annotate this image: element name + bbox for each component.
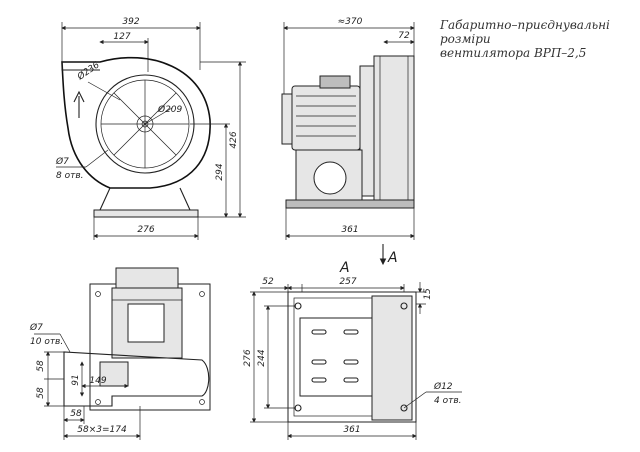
dim-width-top: 392 [122, 17, 139, 27]
rotation-arrow-icon [73, 90, 85, 118]
front-base [93, 209, 199, 218]
dim-height-axis: 294 [215, 163, 225, 180]
motor-body [291, 85, 361, 151]
dim-offset-right: 15 [423, 288, 433, 300]
front-view: 392 127 Ø236 Ø209 [55, 17, 246, 240]
dim-width-small: 149 [89, 376, 106, 386]
side-base [285, 199, 415, 209]
dim-pitch-a: 58 [36, 360, 46, 372]
title-line-1: Габаритно–приєднувальні розміри [440, 18, 610, 46]
dim-length-total-a: 361 [343, 425, 360, 435]
dim-diameter-inner: Ø209 [157, 104, 183, 115]
motor-top [115, 267, 179, 291]
mounting-slots [311, 329, 359, 383]
dim-outlet-depth: 72 [398, 31, 410, 41]
terminal-window [127, 303, 165, 343]
view-a: A 52 257 15 [243, 260, 462, 440]
bottom-left-view: Ø7 10 отв. 58 58 91 149 58 58×3=174 [29, 267, 211, 440]
housing-side [373, 55, 415, 203]
pedestal-hole [313, 161, 347, 195]
bl-hole-count: 10 отв. [30, 337, 63, 347]
dim-height-total: 426 [229, 131, 239, 148]
front-hole-count: 8 отв. [56, 171, 84, 181]
dim-offset-left: 52 [262, 277, 274, 287]
front-hole-dia: Ø7 [55, 156, 69, 167]
dim-length-total: ≈370 [338, 17, 363, 27]
dim-pitch-b: 58 [36, 387, 46, 399]
housing-plan [63, 351, 210, 407]
dim-hole-span: 257 [339, 277, 356, 287]
section-label: A [387, 250, 398, 266]
impeller-blades [101, 80, 189, 168]
terminal-box [319, 75, 351, 89]
bl-hole-dia: Ø7 [29, 322, 43, 333]
dim-height-small: 91 [71, 374, 81, 385]
scroll-housing [61, 56, 211, 189]
dim-pitch-total: 58×3=174 [77, 425, 127, 435]
housing-body-a [371, 295, 413, 421]
drawing-title: Габаритно–приєднувальні розміри вентилят… [440, 18, 636, 60]
dim-base-width: 276 [137, 225, 154, 235]
view-a-hole-count: 4 отв. [434, 396, 462, 406]
dim-pitch-c: 58 [70, 409, 82, 419]
outlet-plan [99, 361, 129, 387]
view-a-label: A [339, 260, 350, 276]
dim-height-inner-a: 244 [257, 349, 267, 366]
side-view: ≈370 72 361 A [281, 17, 415, 266]
title-line-2: вентилятора ВРП–2,5 [440, 46, 587, 60]
motor-mount-plate [299, 317, 373, 397]
dim-side-base: 361 [341, 225, 358, 235]
dim-diameter-outer: Ø236 [75, 59, 102, 83]
dim-height-total-a: 276 [243, 349, 253, 366]
view-a-hole-dia: Ø12 [433, 381, 453, 392]
dim-inlet-offset: 127 [113, 32, 130, 42]
